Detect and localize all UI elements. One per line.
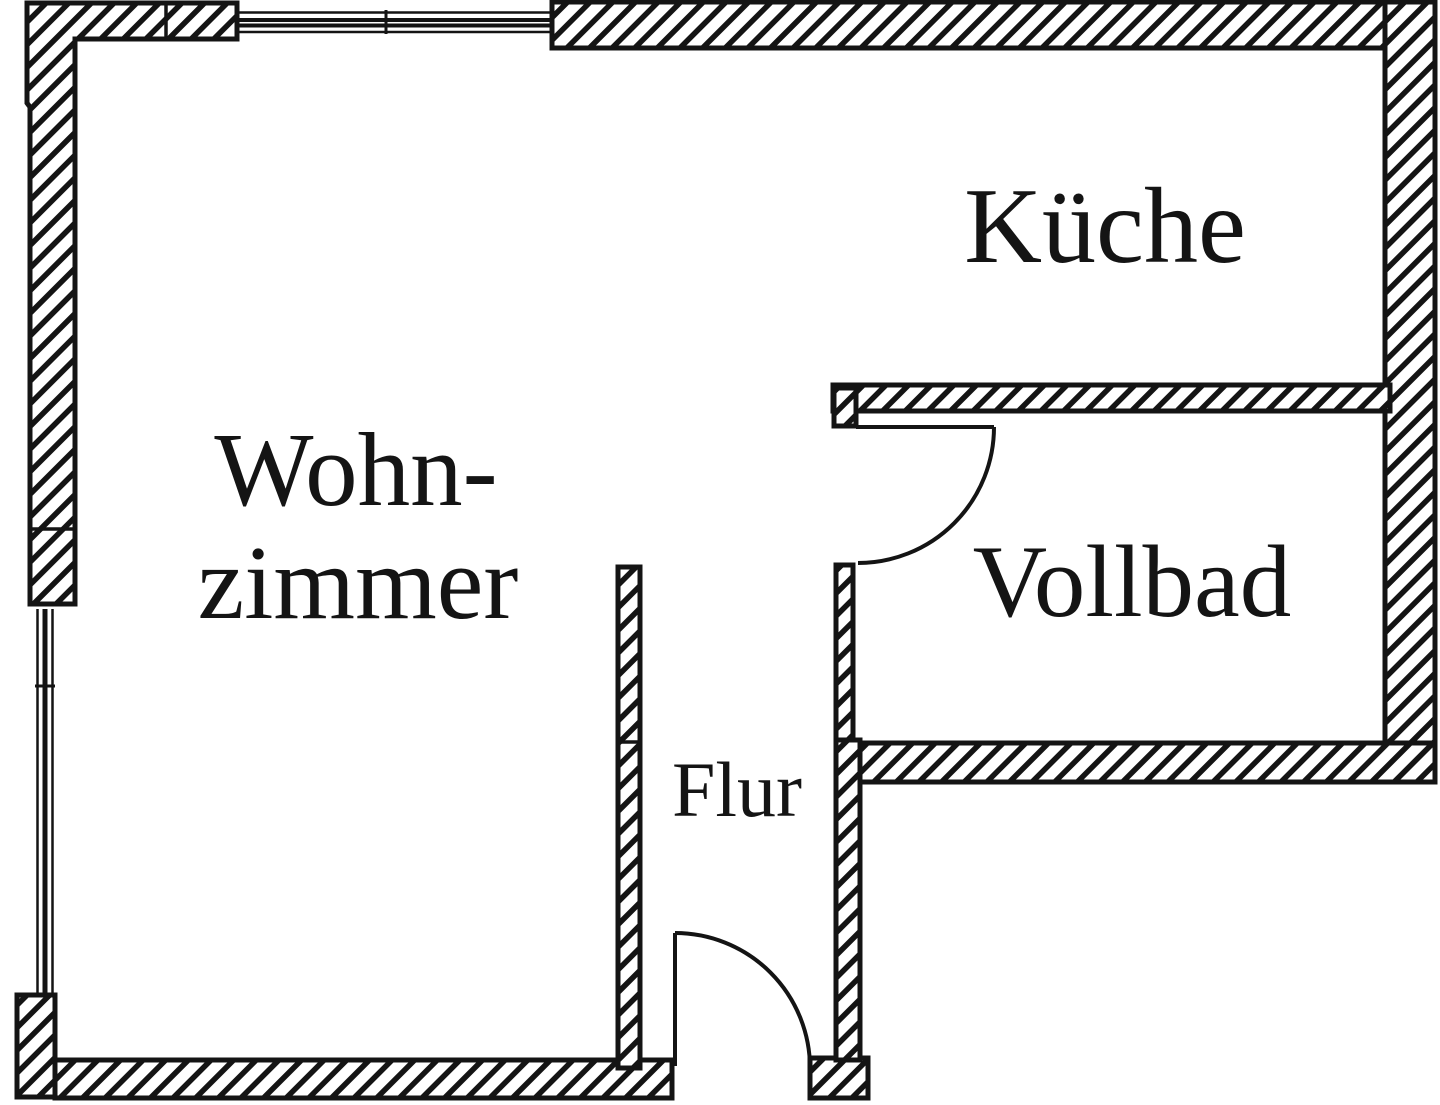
entrance-door-jamb-block [807, 1055, 871, 1101]
wall-joints [31, 4, 639, 744]
doors [673, 425, 996, 1069]
flur-right-wall-lower [833, 737, 863, 1063]
room-label-wohnzimmer-line1: Wohn- [214, 411, 497, 528]
exterior-wall-right [1382, 0, 1438, 784]
windows [35, 10, 550, 993]
left-window [35, 609, 55, 993]
room-label-flur: Flur [672, 746, 802, 833]
room-label-kueche: Küche [964, 167, 1246, 286]
room-labels: Küche Wohn- zimmer Vollbad Flur [198, 167, 1292, 833]
entrance-door [673, 931, 812, 1069]
vollbad-door-jamb [831, 385, 859, 429]
flur-left-wall [615, 564, 643, 1071]
entrance-door-swing-arc [674, 931, 812, 1069]
room-label-wohnzimmer-line2: zimmer [198, 524, 519, 641]
walls [14, 0, 1438, 1101]
room-label-vollbad: Vollbad [973, 525, 1292, 639]
vollbad-door-swing-arc [857, 426, 996, 565]
exterior-wall-bottom [52, 1057, 675, 1101]
kueche-vollbad-wall [830, 382, 1393, 414]
flur-right-wall-upper [833, 562, 856, 743]
exterior-wall-top-right [549, 0, 1438, 51]
vollbad-door [856, 425, 996, 565]
corner-pier-bottom-left [14, 992, 58, 1100]
exterior-wall-left-and-top-left [24, 0, 240, 607]
top-window [239, 10, 550, 34]
vollbad-bottom-wall [857, 740, 1438, 785]
